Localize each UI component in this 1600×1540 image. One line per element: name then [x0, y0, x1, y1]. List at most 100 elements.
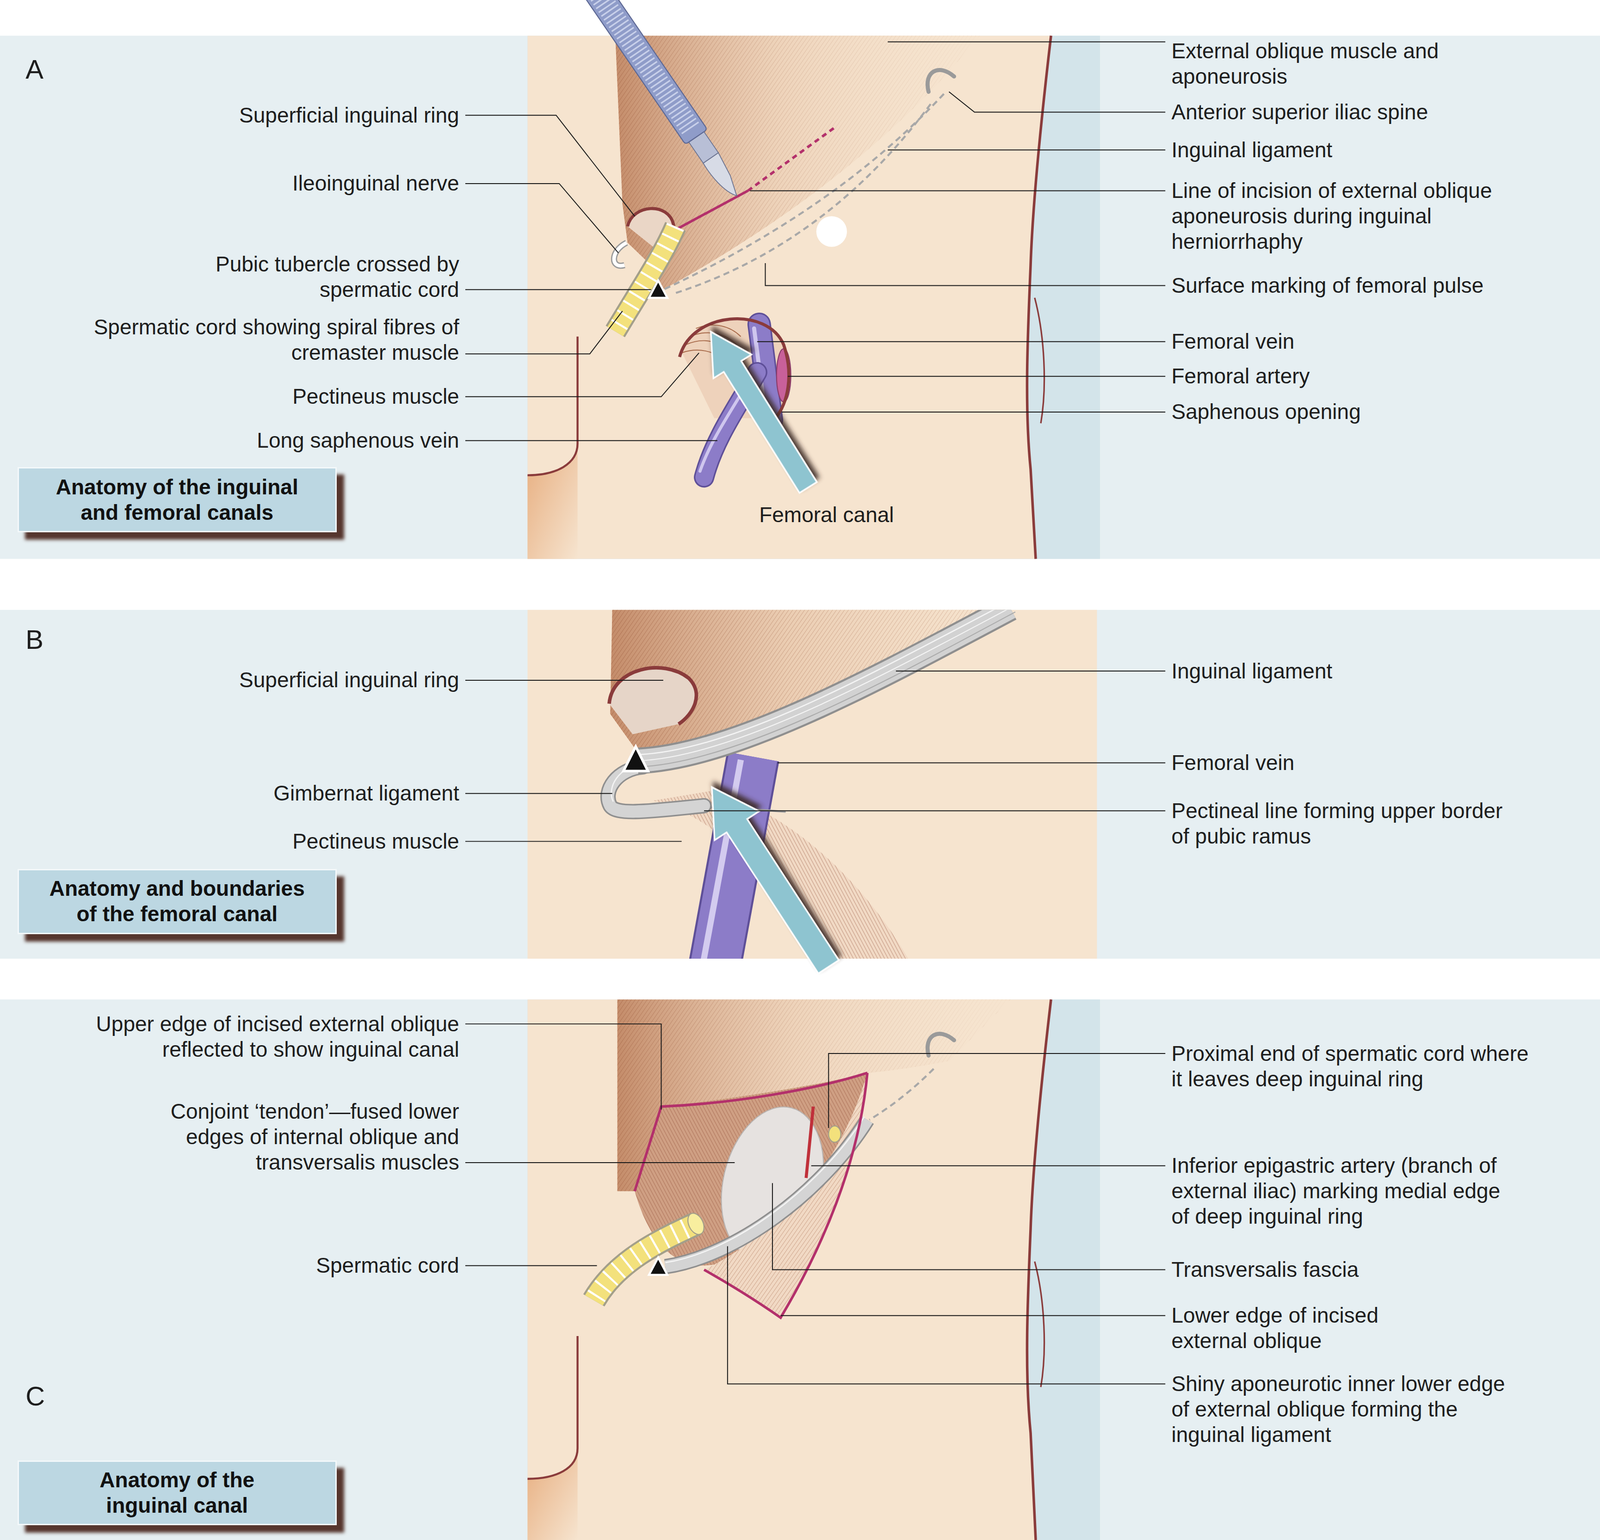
structure-label: Saphenous opening [1171, 399, 1361, 425]
leader-line [465, 289, 651, 291]
structure-label: Pectineus muscle [292, 383, 460, 410]
panel-letter: A [25, 53, 44, 86]
structure-label: Proximal end of spermatic cord where it … [1171, 1041, 1531, 1093]
leader-line [787, 376, 1166, 377]
leader-line [828, 1053, 1166, 1129]
structure-label: Surface marking of femoral pulse [1171, 272, 1484, 299]
pubic-tubercle-marker [623, 746, 649, 772]
femoral-canal-arrow [689, 772, 852, 982]
leader-line [727, 1246, 1166, 1385]
spermatic-cord-outline [593, 1223, 697, 1301]
structure-label: Gimbernat ligament [273, 780, 459, 807]
leader-line [811, 1165, 1166, 1167]
structure-label: Pectineus muscle [292, 828, 460, 855]
gimbernat-ligament-outline [607, 766, 705, 812]
cremaster-fibres [593, 1223, 697, 1301]
ligament-fibre [665, 1117, 865, 1263]
structure-label: Anterior superior iliac spine [1171, 99, 1428, 125]
iliac-spine [927, 1033, 954, 1056]
scalpel-blade [703, 152, 745, 202]
structure-label: Femoral canal [759, 502, 894, 528]
leader-line [465, 679, 664, 681]
structure-label: Femoral vein [1171, 750, 1295, 776]
structure-label: Femoral artery [1171, 363, 1310, 390]
panel-ground [0, 999, 1600, 1540]
femoral-canal-arrow [691, 320, 828, 500]
panel-ground [0, 35, 1600, 559]
leader-line [465, 1265, 598, 1267]
structure-label: Superficial inguinal ring [239, 667, 460, 693]
leader-line [887, 41, 1166, 43]
leader-line [772, 1183, 1166, 1270]
femoral-pulse-dot [816, 216, 847, 248]
inguinal-ligament-group [637, 610, 1016, 768]
inferior-epigastric-artery [806, 1106, 814, 1179]
structure-label: Femoral vein [1171, 328, 1295, 355]
leader-line [704, 810, 1166, 812]
iliac-spine [927, 69, 954, 92]
leader-line [465, 183, 619, 254]
scrotum-shading [527, 1448, 578, 1540]
scalpel-handle [570, 0, 708, 145]
structure-label: Inguinal ligament [1171, 658, 1333, 685]
leader-line [465, 440, 718, 442]
spermatic-cord-cut-end [684, 1210, 708, 1238]
structure-label: Transversalis fascia [1171, 1257, 1359, 1283]
panel-letter: C [25, 1380, 45, 1413]
ligament-fibre [637, 610, 1006, 755]
incision-line [670, 190, 748, 233]
ligament-fibre [637, 611, 1016, 767]
leader-line [887, 149, 1166, 151]
leader-line [465, 793, 613, 795]
structure-label: Upper edge of incised external oblique r… [93, 1011, 460, 1063]
panel-title: Anatomy of the inguinal and femoral cana… [55, 474, 300, 526]
inguinal-ligament [637, 610, 1011, 761]
inguinal-ligament-line [663, 93, 945, 290]
body-background [527, 35, 1100, 559]
leader-line [781, 411, 1166, 413]
panel-title-box: Anatomy of the inguinal and femoral cana… [17, 467, 337, 533]
inguinal-ligament-outline [637, 610, 1011, 761]
leader-line [465, 840, 682, 842]
structure-label: Pectineal line forming upper border of p… [1171, 798, 1505, 850]
scrotum-outline [527, 336, 578, 476]
lower-flap-fibres [704, 1073, 868, 1318]
structure-label: Long saphenous vein [256, 427, 459, 454]
lower-flap [704, 1073, 868, 1318]
femoral-line [673, 104, 931, 294]
structure-label: Shiny aponeurotic inner lower edge of ex… [1171, 1371, 1508, 1448]
leader-line [757, 341, 1166, 343]
upper-incised-edge [634, 1073, 868, 1192]
arrow-shape [691, 320, 828, 500]
body-outline [1026, 35, 1051, 559]
gimbernat-ligament [607, 766, 705, 812]
structure-label: Lower edge of incised external oblique [1171, 1303, 1396, 1354]
leader-line [777, 762, 1166, 764]
ileoinguinal-nerve [613, 242, 627, 266]
femoral-vein-highlight [702, 759, 742, 959]
leader-line [780, 1315, 1166, 1317]
inguinal-ligament [665, 1119, 868, 1267]
panel-title: Anatomy and boundaries of the femoral ca… [48, 876, 306, 927]
leader-line [949, 91, 1166, 112]
leader-line [465, 311, 623, 355]
panel-title-box: Anatomy and boundaries of the femoral ca… [17, 869, 337, 935]
structure-label: Pubic tubercle crossed by spermatic cord [213, 251, 460, 303]
structure-label: Conjoint ‘tendon’—fused lower edges of i… [168, 1099, 460, 1176]
leader-line [895, 670, 1166, 672]
panel-title-box: Anatomy of the inguinal canal [17, 1460, 337, 1526]
inguinal-ligament-outline [665, 1119, 868, 1267]
leader-line [465, 1024, 662, 1110]
ileoinguinal-nerve-outline [613, 242, 627, 266]
panel-letter: B [25, 623, 44, 656]
superficial-ring-floor [609, 667, 697, 735]
structure-label: Spermatic cord showing spiral fibres of … [92, 314, 460, 366]
pubic-tubercle-marker [648, 1257, 668, 1275]
structure-label: Line of incision of external oblique apo… [1171, 178, 1495, 255]
leader-line [465, 1162, 735, 1164]
structure-label: Ileoinguinal nerve [292, 170, 460, 197]
leader-line [765, 263, 1166, 286]
structure-label: Inguinal ligament [1171, 137, 1333, 163]
structure-label: Spermatic cord [315, 1253, 459, 1279]
